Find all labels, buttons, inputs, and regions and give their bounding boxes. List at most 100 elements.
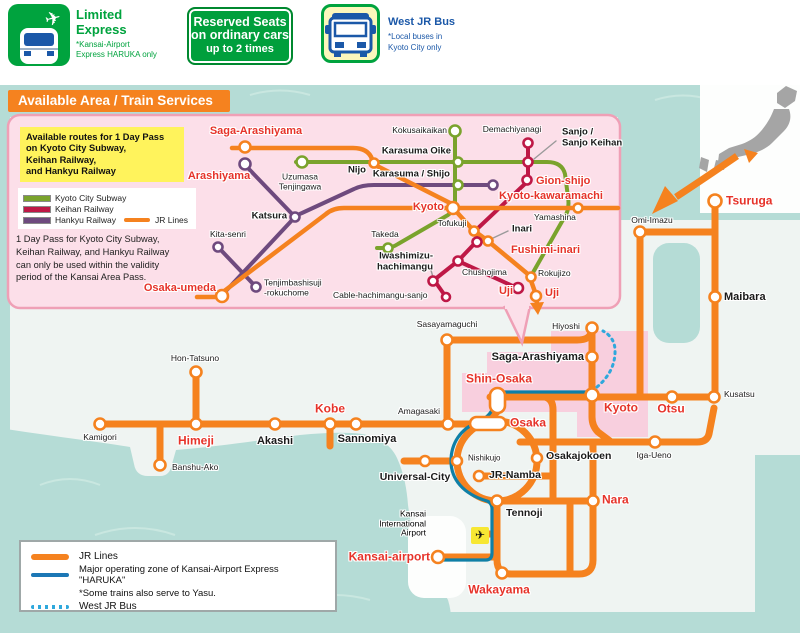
station-label: Kyoto-kawaramachi <box>499 189 603 202</box>
station-label: Tennoji <box>506 507 543 520</box>
station-dot <box>522 156 534 168</box>
station-dot <box>468 225 480 237</box>
legend-bus: West JR Bus <box>31 601 325 612</box>
station-label: Banshu-Ako <box>172 462 219 473</box>
station-label: Kita-senri <box>210 229 246 240</box>
station-dot <box>382 242 394 254</box>
legend-haruka-note: *Some trains also serve to Yasu. <box>31 588 325 599</box>
jr-lines-swatch <box>31 553 69 560</box>
station-label: Saga-Arashiyama <box>491 350 584 363</box>
station-label: Kyoto <box>412 200 444 213</box>
inset-legend: Kyoto City Subway Keihan Railway Hankyu … <box>18 188 196 229</box>
station-dot <box>452 179 464 191</box>
station-dot <box>495 566 509 580</box>
reserved-seats-line2: on ordinary cars <box>191 28 289 43</box>
station-dot <box>450 454 464 468</box>
station-label: Kusatsu <box>724 389 755 400</box>
station-label: Osakajokoen <box>546 450 612 463</box>
hankyu-legend-label: Hankyu Railway <box>55 215 116 225</box>
station-label: Iwashimizu- hachimangu <box>377 250 433 272</box>
station-label: Sannomiya <box>337 432 397 445</box>
inset-pass-note: Available routes for 1 Day Pass on Kyoto… <box>20 127 184 183</box>
page-title: Available Area / Train Services <box>8 90 230 112</box>
legend-haruka-label: Major operating zone of Kansai-Airport E… <box>79 564 279 586</box>
subway-legend-label: Kyoto City Subway <box>55 193 127 203</box>
station-label: Arashiyama <box>187 169 251 182</box>
subway-line-swatch <box>24 195 50 201</box>
station-dot <box>93 417 107 431</box>
west-jr-bus-note: *Local buses in Kyoto City only <box>388 32 443 52</box>
station-label: Wakayama <box>468 582 530 597</box>
station-dot <box>448 124 462 138</box>
station-dot <box>490 494 504 508</box>
station-dot <box>295 155 309 169</box>
reserved-seats-badge: Reserved Seats on ordinary cars up to 2 … <box>187 7 293 65</box>
station-dot <box>468 415 508 432</box>
limited-express-note: *Kansai-Airport Express HARUKA only <box>76 40 157 60</box>
station-label: Fushimi-inari <box>511 243 581 256</box>
west-jr-bus-route <box>595 329 617 389</box>
station-label: Katsura <box>251 210 287 222</box>
bus-route-swatch <box>31 604 69 609</box>
keihan-legend-label: Keihan Railway <box>55 204 114 214</box>
station-label: Hon-Tatsuno <box>170 353 220 364</box>
station-label: Sasayamaguchi <box>416 319 478 330</box>
station-dot <box>665 390 679 404</box>
station-dots-layer <box>93 124 723 580</box>
inset-callout-pointer <box>502 305 532 347</box>
station-dot <box>214 288 230 304</box>
station-label: Hiyoshi <box>552 321 580 332</box>
station-dot <box>250 281 262 293</box>
hankyu-line-swatch <box>24 217 50 223</box>
station-dot <box>349 417 363 431</box>
station-label: Tofukuji <box>437 218 467 229</box>
station-label: Amagasaki <box>397 406 441 417</box>
inset-legend-keihan: Keihan Railway <box>24 204 190 214</box>
station-label: Tenjimbashisuji -rokuchome <box>264 277 322 297</box>
legend-haruka-note-label: *Some trains also serve to Yasu. <box>79 588 216 599</box>
station-dot <box>584 387 600 403</box>
station-dot <box>482 235 494 247</box>
station-dot <box>525 271 537 283</box>
station-label: Omi-Imazu <box>631 215 673 226</box>
station-dot <box>189 365 203 379</box>
locator-arrow <box>652 149 758 214</box>
station-label: Kansai-airport <box>348 549 430 564</box>
station-label: Universal-City <box>379 471 451 484</box>
station-label: Takeda <box>371 229 399 240</box>
station-label: Yamashina <box>534 212 576 223</box>
station-label: Maibara <box>724 290 766 303</box>
station-dot <box>511 281 525 295</box>
station-label: Uji <box>498 284 513 297</box>
station-label: Nara <box>602 492 629 507</box>
station-label: Inari <box>512 223 533 235</box>
airplane-glyph-icon: ✈ <box>43 7 64 31</box>
station-dot <box>487 179 499 191</box>
station-dot <box>648 435 662 449</box>
station-label: Kobe <box>315 401 345 416</box>
station-label: Uji <box>545 286 560 299</box>
station-label: Kokusaikaikan <box>392 125 447 136</box>
station-dot <box>707 193 723 209</box>
station-dot <box>452 156 464 168</box>
station-label: Uzumasa Tenjingawa <box>278 171 322 191</box>
station-label: JR-Namba <box>489 469 541 482</box>
station-dot <box>153 458 167 472</box>
inset-legend-hankyu-jr: Hankyu Railway JR Lines <box>24 215 190 225</box>
station-label: Tsuruga <box>726 193 773 208</box>
station-label: Chushojima <box>462 267 507 278</box>
west-jr-bus-icon <box>321 4 380 63</box>
station-label: Osaka <box>510 415 547 430</box>
station-dot <box>529 289 543 303</box>
station-dot <box>368 157 380 169</box>
station-label: Gion-shijo <box>536 174 591 187</box>
station-dot <box>441 417 455 431</box>
station-dot <box>707 390 721 404</box>
uji-line-arrow <box>530 302 544 315</box>
station-dot <box>323 417 337 431</box>
inset-body-text: 1 Day Pass for Kyoto City Subway, Keihan… <box>16 234 170 283</box>
station-dot <box>586 494 600 508</box>
station-label: Iga-Ueno <box>636 450 672 461</box>
station-dot <box>472 469 486 483</box>
